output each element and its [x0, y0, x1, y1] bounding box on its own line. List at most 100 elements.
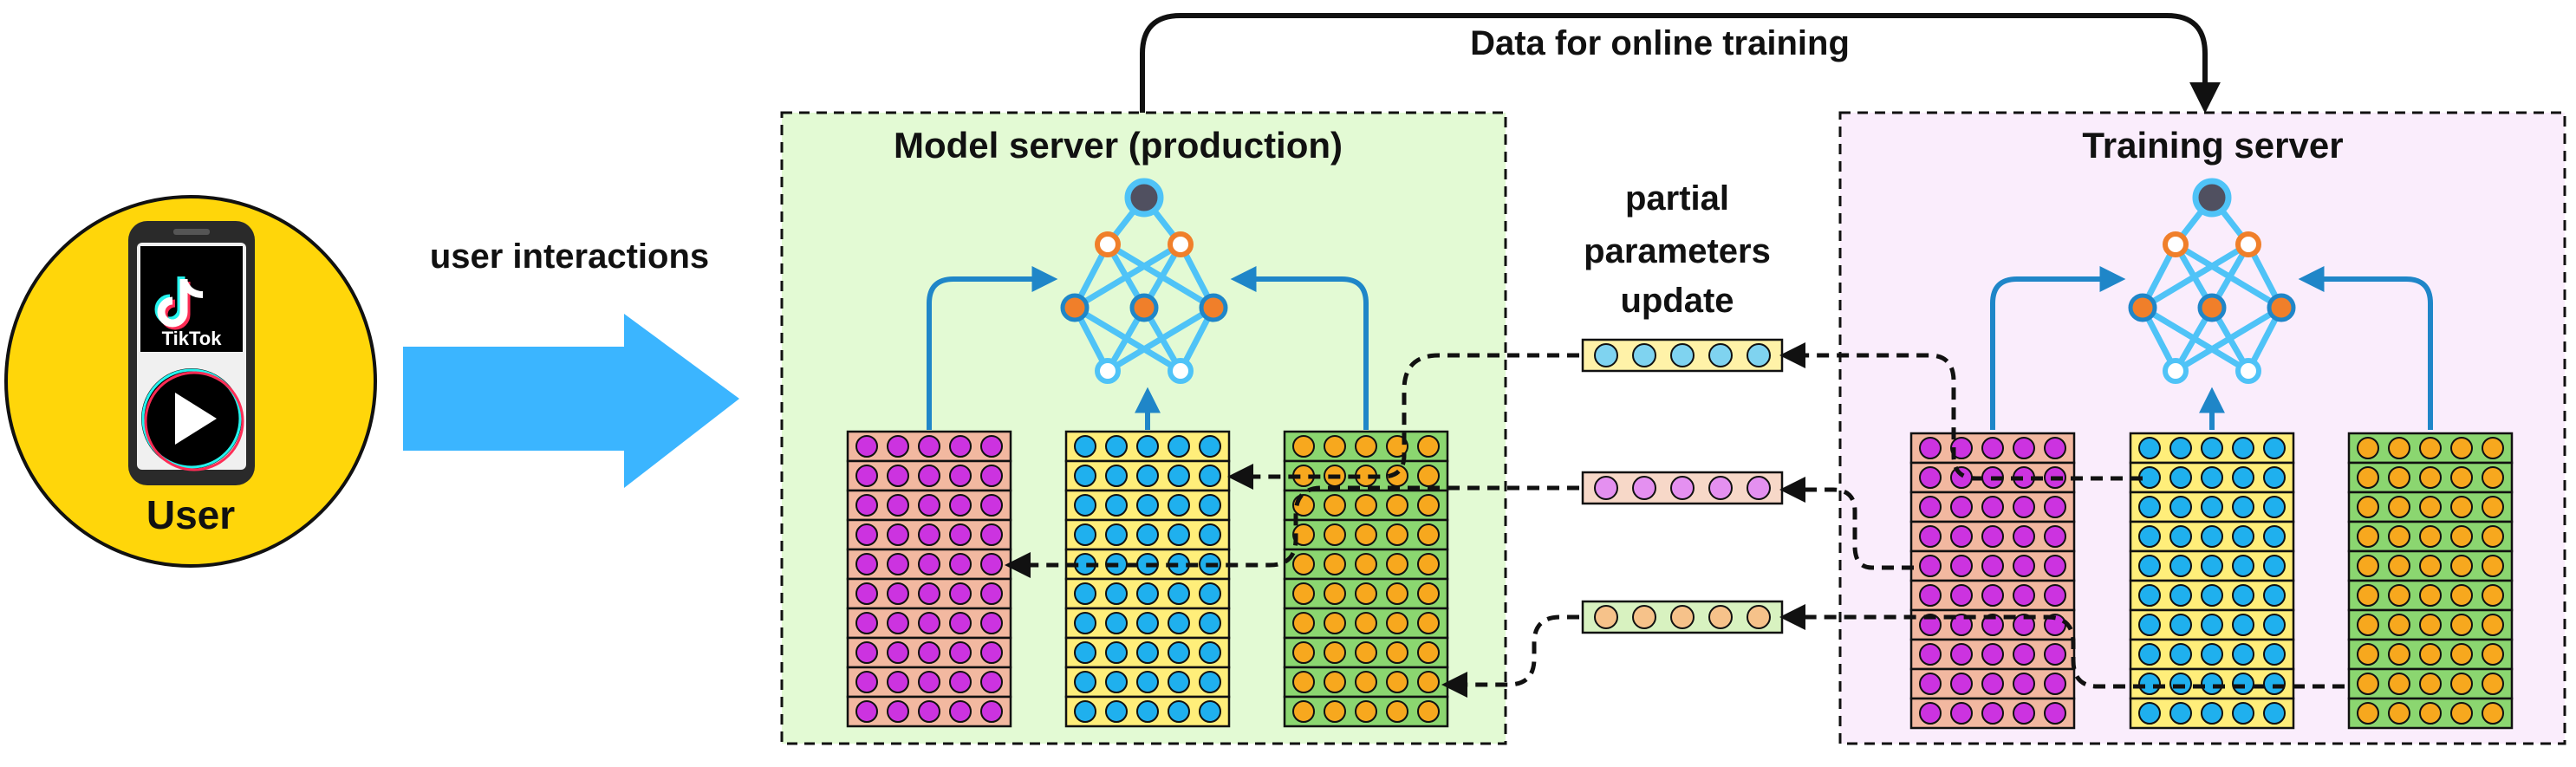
embedding-cell: [949, 700, 972, 723]
embedding-cell: [2138, 702, 2161, 725]
embedding-cell: [855, 582, 878, 605]
embedding-cell: [2232, 525, 2254, 548]
embedding-cell: [2044, 702, 2066, 725]
user-node: TikTok User: [4, 195, 377, 568]
embedding-cell: [2419, 614, 2442, 636]
embedding-cell: [2013, 614, 2035, 636]
embedding-cell: [2169, 496, 2192, 518]
embedding-cell: [1950, 555, 1973, 577]
embedding-cell: [2232, 437, 2254, 459]
embedding-cell: [949, 435, 972, 458]
embedding-cell: [949, 553, 972, 575]
embedding-cell: [1919, 673, 1942, 695]
embedding-cell: [1355, 494, 1377, 517]
embedding-cell: [1981, 673, 2004, 695]
app-name-label: TikTok: [162, 328, 223, 349]
embedding-cell: [2450, 614, 2473, 636]
embedding-cell: [1074, 612, 1096, 634]
embedding-cell: [1168, 612, 1190, 634]
embedding-cell: [2232, 643, 2254, 666]
flow-update-blue-to-model: [1226, 353, 1579, 490]
embedding-cell: [1324, 435, 1346, 458]
embedding-cell: [980, 435, 1003, 458]
embedding-cell: [887, 494, 909, 517]
embedding-cell: [2138, 643, 2161, 666]
embedding-cell: [1324, 700, 1346, 723]
flow-train-blue-to-update: [1779, 342, 2143, 481]
embedding-cell: [2169, 673, 2192, 695]
nn-input-node: [1168, 358, 1194, 384]
embedding-cell: [2138, 437, 2161, 459]
embedding-cell: [2482, 466, 2504, 489]
embedding-cell: [2419, 437, 2442, 459]
embedding-cell: [2388, 437, 2410, 459]
user-interactions-label: user interactions: [430, 237, 709, 276]
embedding-cell: [1355, 435, 1377, 458]
embedding-cell: [1105, 700, 1128, 723]
embedding-cell: [1199, 700, 1221, 723]
embedding-cell: [1417, 523, 1440, 546]
update-bar-blue: [1581, 338, 1784, 373]
nn-hidden-node: [1095, 231, 1121, 257]
embedding-cell: [980, 553, 1003, 575]
embedding-cell: [2232, 702, 2254, 725]
embedding-cell: [2201, 614, 2223, 636]
embedding-cell: [2044, 525, 2066, 548]
nn-hidden-node: [1168, 231, 1194, 257]
embedding-cell: [2482, 702, 2504, 725]
embedding-cell: [1292, 612, 1315, 634]
embedding-cell: [2388, 584, 2410, 607]
embedding-cell: [2232, 584, 2254, 607]
embedding-cell: [1324, 612, 1346, 634]
embedding-cell: [2419, 584, 2442, 607]
embedding-cell: [1074, 582, 1096, 605]
embedding-cell: [1355, 553, 1377, 575]
embedding-cell: [1950, 643, 1973, 666]
embedding-cell: [2013, 525, 2035, 548]
embedding-cell: [2232, 466, 2254, 489]
nn-hidden-node: [2197, 293, 2227, 322]
embedding-cell: [2138, 496, 2161, 518]
embedding-cell: [1105, 612, 1128, 634]
model-table-orange: [1283, 430, 1449, 728]
embedding-cell: [2138, 584, 2161, 607]
embedding-cell: [2419, 673, 2442, 695]
embedding-cell: [1199, 612, 1221, 634]
nn-input-arrow: [927, 266, 1058, 430]
update-cell: [1747, 605, 1771, 629]
embedding-cell: [2169, 702, 2192, 725]
embedding-cell: [1417, 494, 1440, 517]
embedding-cell: [1105, 465, 1128, 487]
embedding-cell: [1981, 643, 2004, 666]
embedding-cell: [1136, 494, 1159, 517]
embedding-cell: [2419, 525, 2442, 548]
online-training-label: Data for online training: [1470, 24, 1850, 62]
embedding-cell: [1981, 584, 2004, 607]
embedding-cell: [1136, 523, 1159, 546]
embedding-cell: [1981, 496, 2004, 518]
embedding-cell: [1292, 435, 1315, 458]
embedding-cell: [949, 582, 972, 605]
embedding-cell: [918, 641, 940, 664]
embedding-cell: [1417, 582, 1440, 605]
update-cell: [1708, 343, 1733, 367]
model-server-title: Model server (production): [894, 125, 1343, 166]
embedding-cell: [2138, 555, 2161, 577]
neural-networks: [927, 178, 2433, 430]
embedding-cell: [2357, 525, 2379, 548]
embedding-cell: [1417, 612, 1440, 634]
embedding-cell: [1919, 555, 1942, 577]
embedding-cell: [1386, 582, 1408, 605]
embedding-cell: [1136, 671, 1159, 693]
train-table-blue: [2129, 432, 2295, 730]
embedding-cell: [1074, 494, 1096, 517]
nn-input-arrow: [1230, 266, 1369, 430]
embedding-cell: [2450, 584, 2473, 607]
embedding-cell: [1919, 643, 1942, 666]
embedding-cell: [1386, 641, 1408, 664]
embedding-cell: [2201, 496, 2223, 518]
embedding-cell: [2450, 466, 2473, 489]
embedding-cell: [1386, 494, 1408, 517]
update-cell: [1632, 343, 1656, 367]
update-cell: [1594, 343, 1618, 367]
